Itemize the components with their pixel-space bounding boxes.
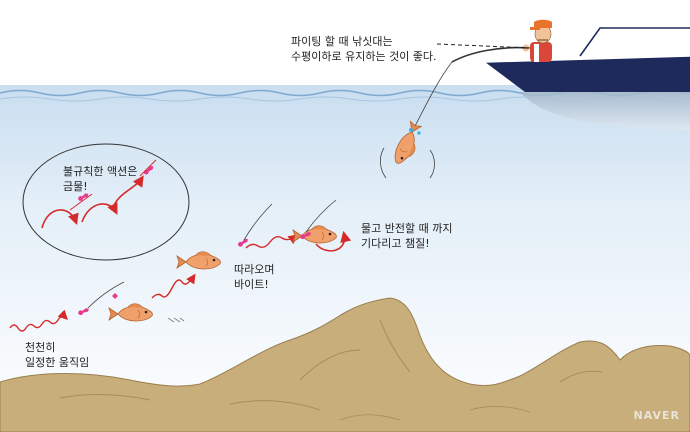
motion-line — [429, 149, 435, 179]
boat-icon — [484, 27, 690, 130]
heart-icon — [112, 293, 118, 299]
fishing-line-icon — [87, 281, 125, 309]
turn-arrow-icon — [315, 230, 352, 252]
pointer-dashed-line — [436, 43, 531, 49]
seabed-texture — [59, 319, 603, 411]
fishing-rod-icon — [451, 46, 529, 63]
fishing-line-icon — [413, 61, 453, 129]
seabed-rocks-icon — [0, 297, 690, 432]
angler-icon — [522, 19, 552, 62]
irregular-action-path — [41, 175, 144, 229]
warning-bubble — [22, 143, 190, 261]
follow-path — [151, 273, 196, 299]
follow-path-2 — [245, 234, 299, 249]
slow-retrieve-path — [9, 309, 68, 332]
naver-watermark: NAVER — [633, 409, 680, 422]
hook-splash-icon — [409, 128, 413, 132]
